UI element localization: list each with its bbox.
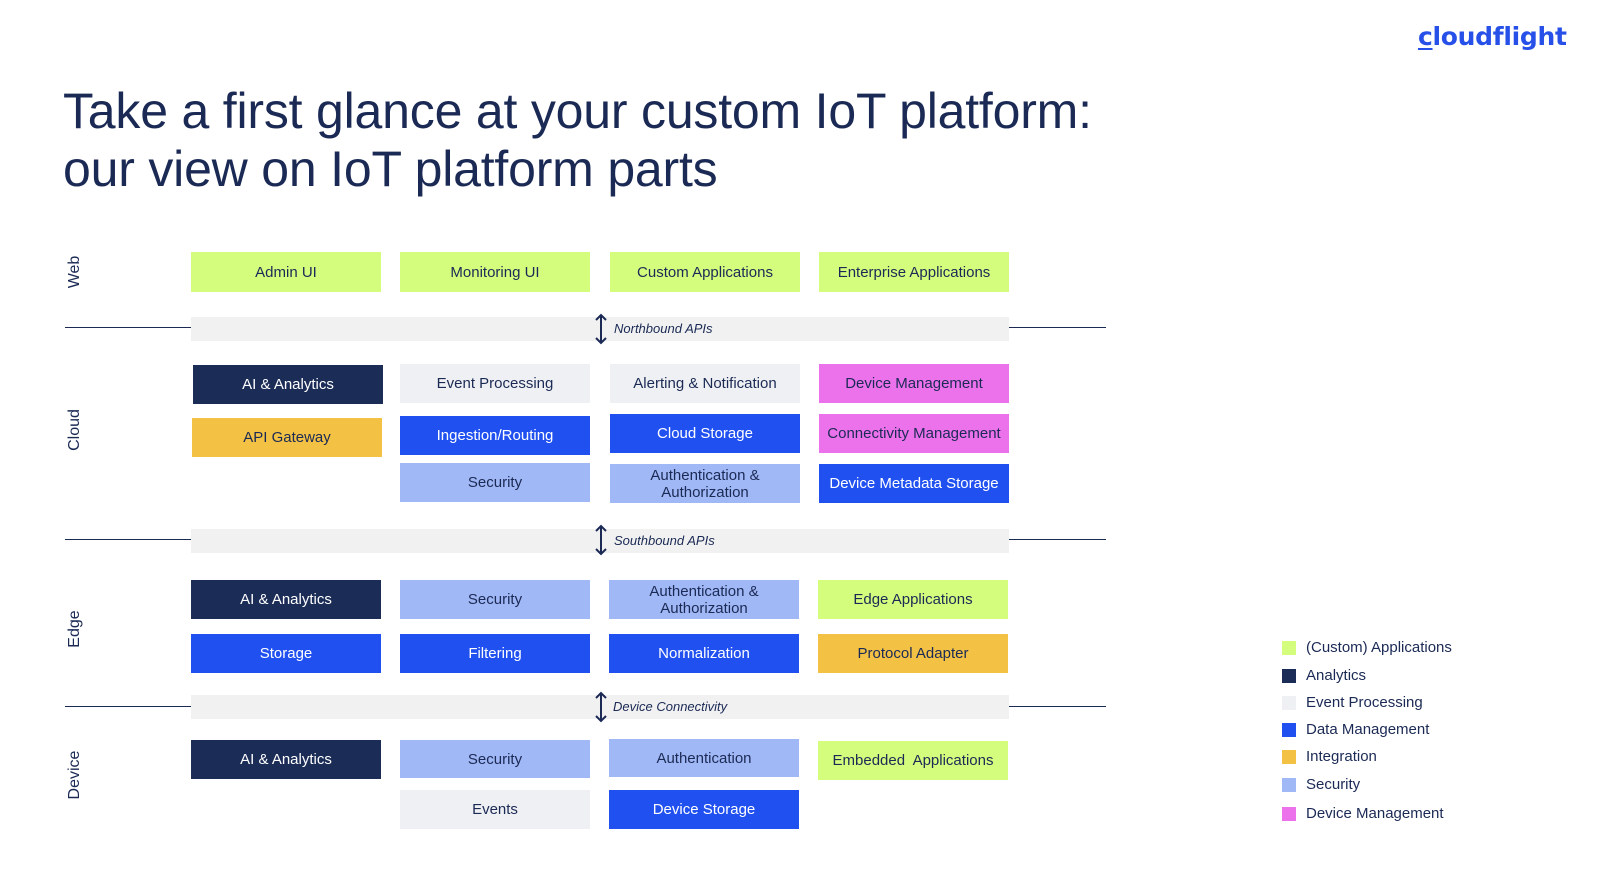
bidirectional-arrow-icon xyxy=(595,691,607,723)
component-edge-ai-analytics: AI & Analytics xyxy=(191,580,381,619)
component-edge-authentication-authorization: Authentication & Authorization xyxy=(609,580,799,619)
component-device-management: Device Management xyxy=(819,364,1009,403)
component-cloud-ai-analytics: AI & Analytics xyxy=(193,365,383,404)
layer-label-device: Device xyxy=(66,750,83,800)
legend-swatch xyxy=(1282,749,1296,764)
component-normalization: Normalization xyxy=(609,634,799,673)
component-ingestion-routing: Ingestion/Routing xyxy=(400,416,590,455)
cloudflight-logo: cloudflight xyxy=(1418,22,1567,51)
legend-swatch xyxy=(1282,777,1296,792)
bidirectional-arrow-icon xyxy=(595,313,607,345)
component-events: Events xyxy=(400,790,590,829)
separator-line-right xyxy=(1009,706,1106,707)
separator-line-right xyxy=(1009,327,1106,328)
northbound-api-label: Northbound APIs xyxy=(614,321,713,336)
title-line-2: our view on IoT platform parts xyxy=(63,141,718,197)
device-connectivity-label: Device Connectivity xyxy=(613,699,728,714)
component-protocol-adapter: Protocol Adapter xyxy=(818,634,1008,673)
component-embedded-applications: Embedded Applications xyxy=(818,741,1008,780)
component-api-gateway: API Gateway xyxy=(192,418,382,457)
component-connectivity-management: Connectivity Management xyxy=(819,414,1009,453)
component-edge-storage: Storage xyxy=(191,634,381,673)
layer-label-edge: Edge xyxy=(66,610,83,648)
legend-swatch xyxy=(1282,695,1296,710)
legend-item-device-management: Device Management xyxy=(1282,805,1444,822)
component-event-processing: Event Processing xyxy=(400,364,590,403)
separator-line-left xyxy=(65,706,191,707)
legend-swatch xyxy=(1282,806,1296,821)
legend-swatch xyxy=(1282,640,1296,655)
layer-label-web: Web xyxy=(66,255,83,289)
component-device-storage: Device Storage xyxy=(609,790,799,829)
separator-line-left xyxy=(65,327,191,328)
legend-item-integration: Integration xyxy=(1282,748,1377,765)
component-enterprise-applications: Enterprise Applications xyxy=(819,252,1009,292)
southbound-api-label: Southbound APIs xyxy=(614,533,715,548)
legend-item-data-management: Data Management xyxy=(1282,721,1429,738)
layer-label-cloud: Cloud xyxy=(66,409,83,451)
legend-swatch xyxy=(1282,722,1296,737)
component-filtering: Filtering xyxy=(400,634,590,673)
component-cloud-security: Security xyxy=(400,463,590,502)
component-cloud-storage: Cloud Storage xyxy=(610,414,800,453)
component-alerting-notification: Alerting & Notification xyxy=(610,364,800,403)
legend-item-event-processing: Event Processing xyxy=(1282,694,1423,711)
title-line-1: Take a first glance at your custom IoT p… xyxy=(63,83,1092,139)
component-custom-applications: Custom Applications xyxy=(610,252,800,292)
legend-item-analytics: Analytics xyxy=(1282,667,1366,684)
component-edge-security: Security xyxy=(400,580,590,619)
separator-line-left xyxy=(65,539,191,540)
legend-item-security: Security xyxy=(1282,776,1360,793)
bidirectional-arrow-icon xyxy=(595,524,607,556)
component-device-authentication: Authentication xyxy=(609,739,799,777)
legend-item-custom-applications: (Custom) Applications xyxy=(1282,639,1452,656)
component-cloud-authentication-authorization: Authentication & Authorization xyxy=(610,464,800,503)
component-device-security: Security xyxy=(400,740,590,778)
component-device-metadata-storage: Device Metadata Storage xyxy=(819,464,1009,503)
component-edge-applications: Edge Applications xyxy=(818,580,1008,619)
component-admin-ui: Admin UI xyxy=(191,252,381,292)
page-title: Take a first glance at your custom IoT p… xyxy=(63,82,1092,198)
component-monitoring-ui: Monitoring UI xyxy=(400,252,590,292)
separator-line-right xyxy=(1009,539,1106,540)
legend-swatch xyxy=(1282,668,1296,683)
component-device-ai-analytics: AI & Analytics xyxy=(191,740,381,779)
